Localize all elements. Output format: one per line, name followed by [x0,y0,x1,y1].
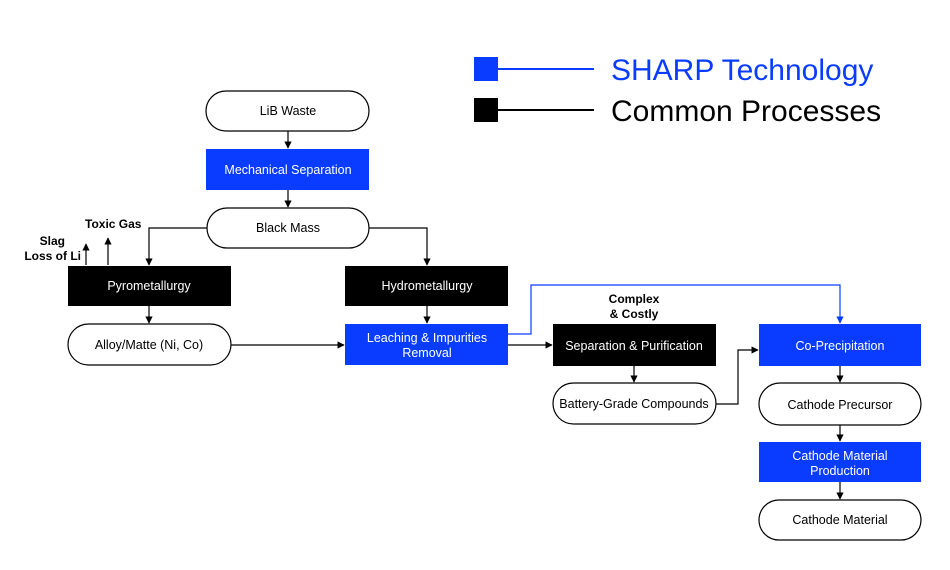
note-loss-of-li: Loss of Li [24,249,81,263]
node-cathode-material-label: Cathode Material [792,513,887,527]
node-battery-grade-compounds: Battery-Grade Compounds [552,382,717,425]
edge-battery-to-coprecip [716,346,759,405]
node-cathode-precursor-label: Cathode Precursor [788,398,893,412]
node-pyrometallurgy: Pyrometallurgy [68,266,231,306]
node-black-mass: Black Mass [206,207,370,249]
node-battery-grade-label: Battery-Grade Compounds [559,397,708,411]
node-alloy-matte-label: Alloy/Matte (Ni, Co) [95,338,203,352]
note-complex: Complex [609,292,660,306]
node-leaching-impurities-removal: Leaching & Impurities Removal [345,324,508,365]
edge-blackmass-to-hydro [369,227,431,266]
legend: SHARP Technology Common Processes [474,54,881,128]
legend-common-label: Common Processes [611,95,881,128]
node-hydrometallurgy-label: Hydrometallurgy [381,279,473,293]
node-black-mass-label: Black Mass [256,221,320,235]
node-cathode-material-production: Cathode Material Production [759,442,921,482]
node-cathode-production-label-line1: Cathode Material [792,449,887,463]
node-co-precipitation: Co-Precipitation [759,324,921,366]
node-separation-purification: Separation & Purification [553,324,716,366]
node-hydrometallurgy: Hydrometallurgy [345,266,508,306]
edge-blackmass-to-pyro [145,227,207,266]
legend-sharp-swatch [474,57,498,81]
node-separation-purification-label: Separation & Purification [565,339,703,353]
node-cathode-precursor: Cathode Precursor [758,382,922,426]
node-mechanical-separation: Mechanical Separation [206,149,369,190]
edge-leaching-to-coprecip-sharp [508,284,844,335]
node-mechanical-separation-label: Mechanical Separation [224,163,351,177]
node-pyrometallurgy-label: Pyrometallurgy [107,279,191,293]
node-leaching-label-line2: Removal [402,346,451,360]
node-cathode-production-label-line2: Production [810,464,870,478]
node-lib-waste-label: LiB Waste [260,104,317,118]
node-lib-waste: LiB Waste [205,90,370,132]
connectors [82,131,844,500]
node-cathode-material: Cathode Material [758,499,922,541]
note-costly: & Costly [610,307,659,321]
legend-common-swatch [474,98,498,122]
node-leaching-label-line1: Leaching & Impurities [367,331,487,345]
node-alloy-matte: Alloy/Matte (Ni, Co) [67,323,232,366]
note-toxic-gas: Toxic Gas [85,217,142,231]
node-co-precipitation-label: Co-Precipitation [796,339,885,353]
note-slag: Slag [40,234,65,248]
legend-sharp-label: SHARP Technology [611,54,873,87]
